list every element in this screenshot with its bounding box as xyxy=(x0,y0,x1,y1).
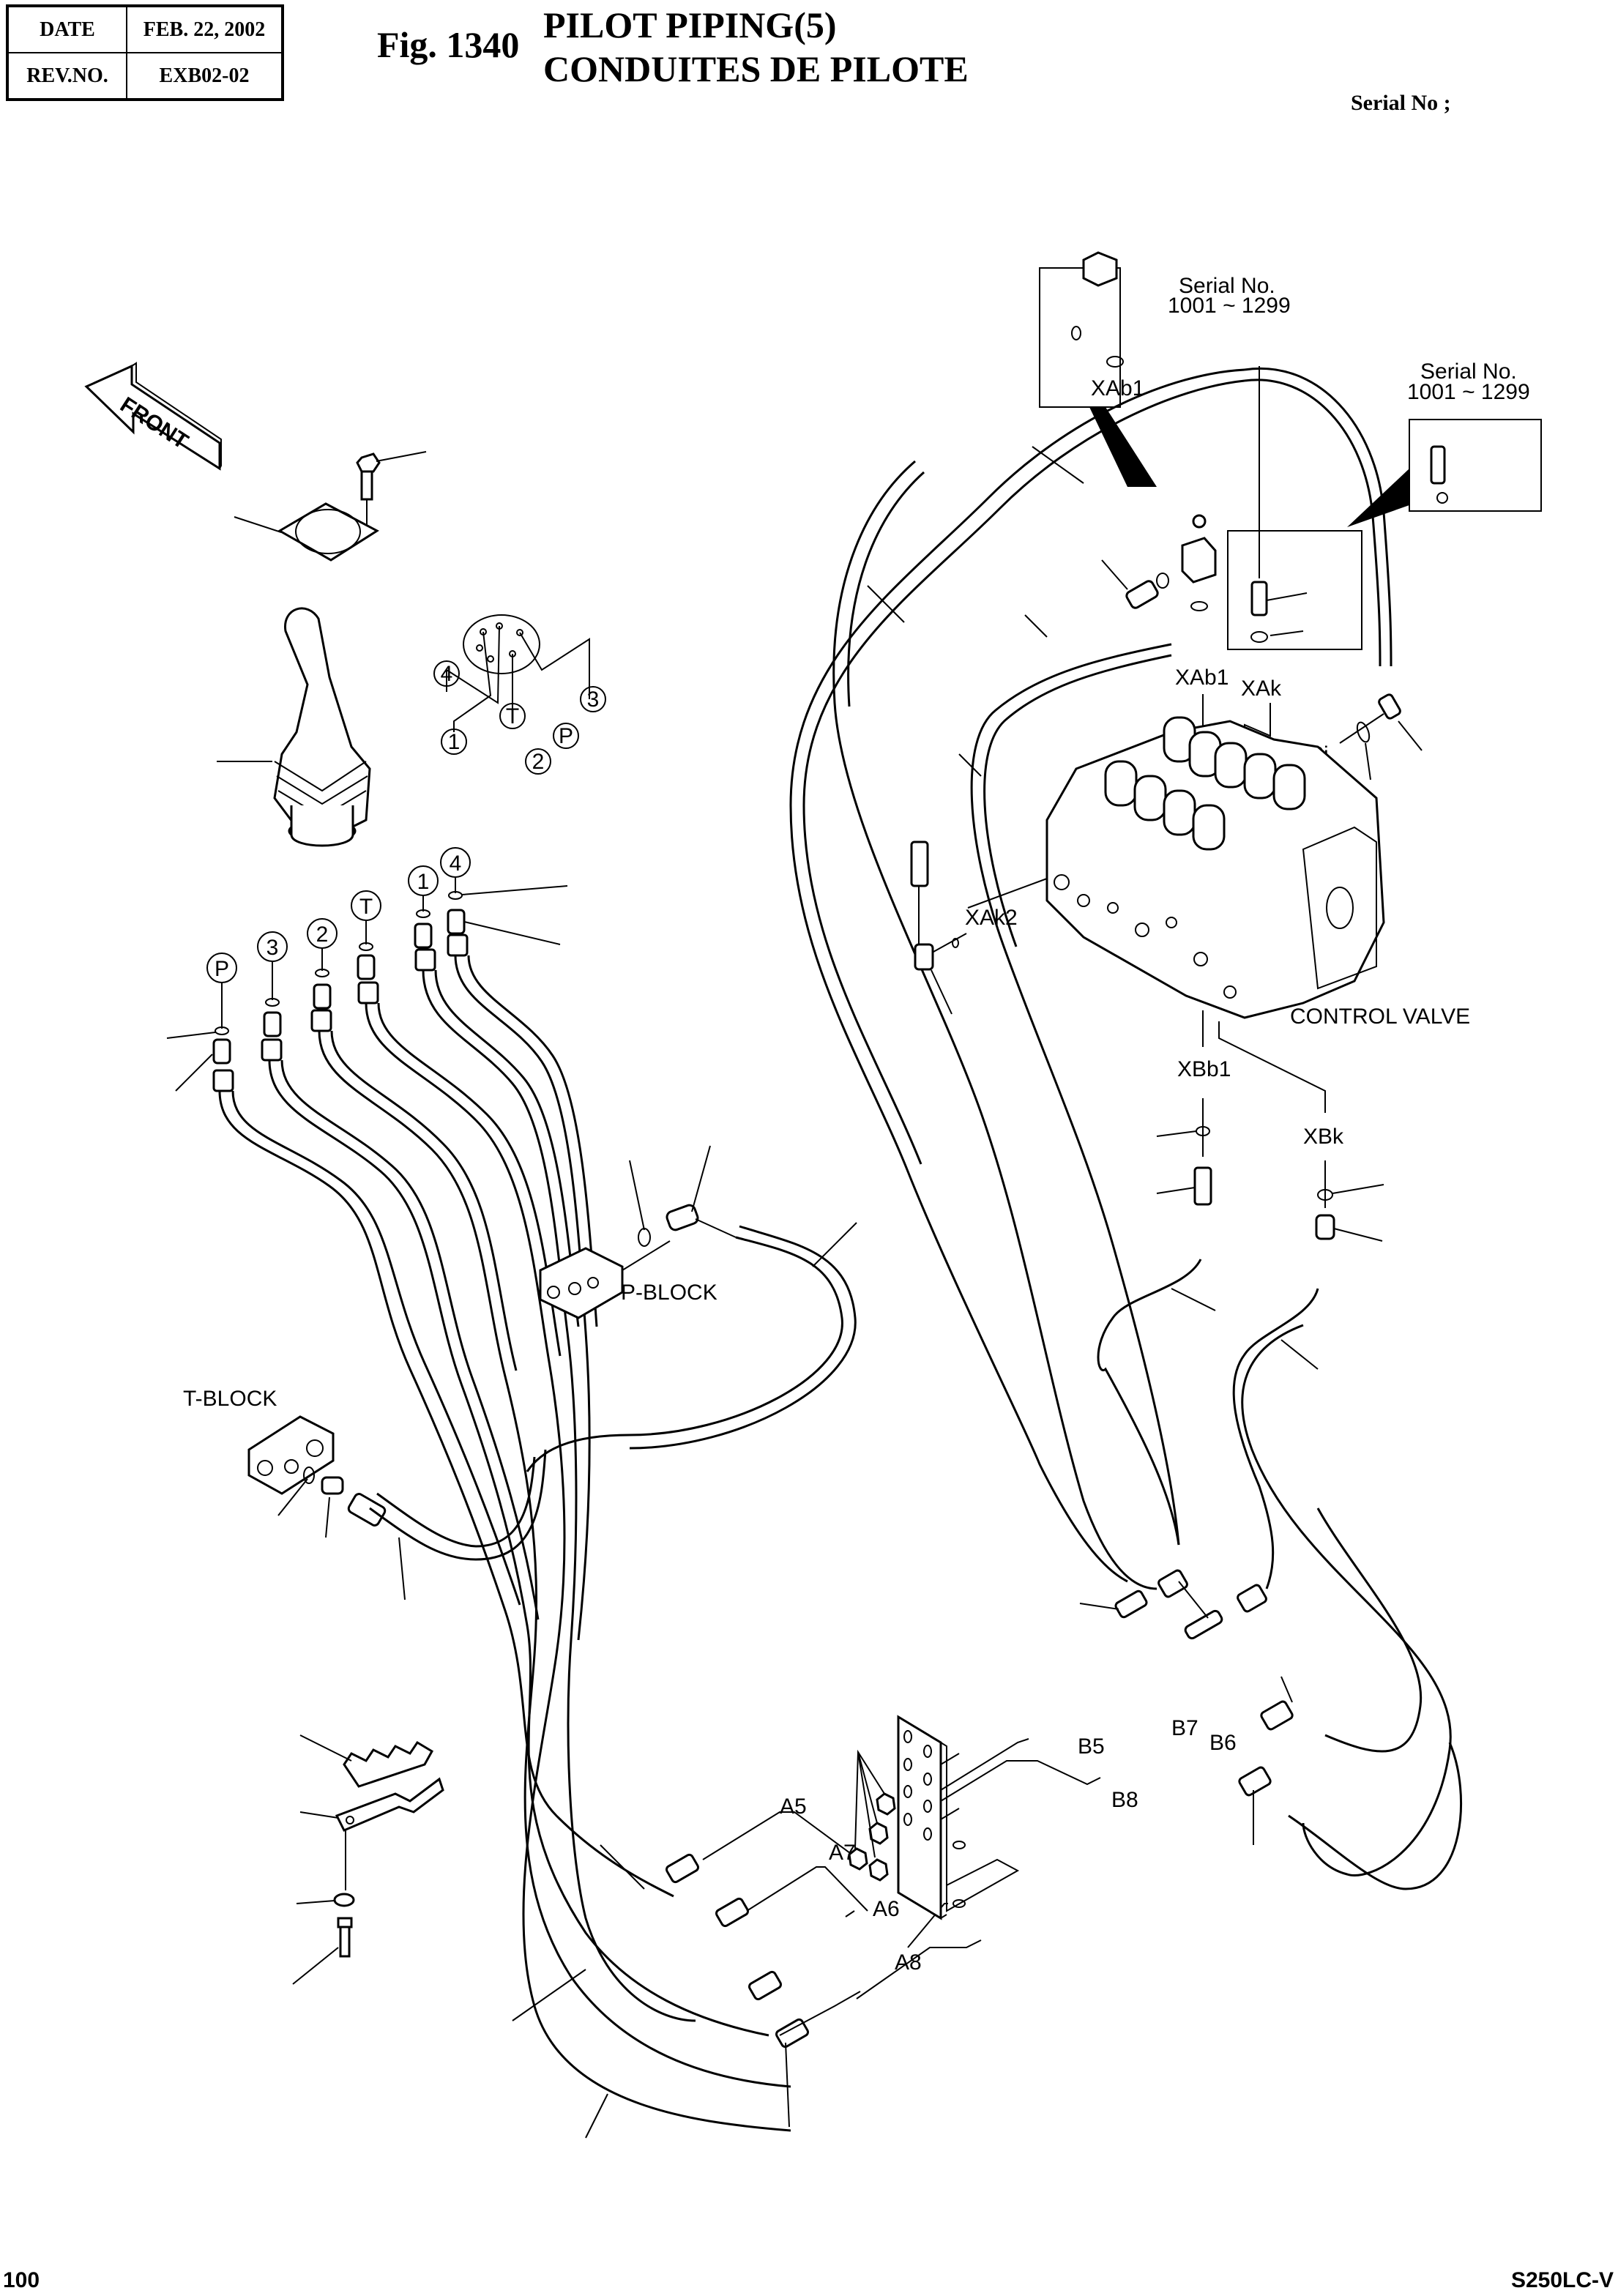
control-valve-label: CONTROL VALVE xyxy=(1290,1004,1470,1029)
page-number: 100 xyxy=(3,2268,40,2292)
inset-serial-box-2 xyxy=(1347,419,1542,527)
port-label-2-top: 2 xyxy=(525,748,551,775)
label-b8: B8 xyxy=(1111,1788,1138,1812)
figure-number: Fig. 1340 xyxy=(377,24,520,65)
mounting-plate-icon xyxy=(234,502,379,562)
b-leader-lines xyxy=(940,1738,1101,1820)
clamp-bracket-icon xyxy=(299,1777,444,1890)
port-label-4-top: 4 xyxy=(433,660,460,687)
mounting-bracket-icon xyxy=(897,1715,1020,1920)
svg-text:4: 4 xyxy=(450,851,462,876)
revision-block: DATE FEB. 22, 2002 REV.NO. EXB02-02 xyxy=(6,4,284,101)
label-b7: B7 xyxy=(1171,1716,1198,1740)
model-number: S250LC-V xyxy=(1510,2268,1614,2292)
label-b6: B6 xyxy=(1209,1731,1237,1755)
solenoid-block-icon xyxy=(1125,514,1217,611)
svg-text:2: 2 xyxy=(532,750,545,774)
svg-text:P: P xyxy=(559,724,573,748)
elbow-fitting-b8-icon xyxy=(1238,1766,1272,1845)
front-arrow-icon: FRONT xyxy=(84,362,222,471)
title-french: CONDUITES DE PILOTE xyxy=(543,48,969,89)
port-label-3-top: 3 xyxy=(580,686,606,712)
port-label-t-top: T xyxy=(499,703,526,729)
inset-serial-box-1 xyxy=(1039,251,1157,487)
svg-text:2: 2 xyxy=(316,922,329,947)
bolt-icon xyxy=(356,451,427,531)
hose-end-fittings xyxy=(212,933,469,1092)
t-block-label: T-BLOCK xyxy=(183,1387,277,1411)
port-label-xab1: XAb1 xyxy=(1175,666,1229,690)
fittings-group xyxy=(212,909,466,1065)
svg-text:1: 1 xyxy=(417,870,430,894)
date-label: DATE xyxy=(7,5,127,53)
fitting-label-t: T xyxy=(351,890,381,951)
a-leader-lines xyxy=(702,1811,982,2036)
fitting-label-1: 1 xyxy=(408,865,439,918)
port-label-1-top: 1 xyxy=(441,728,467,755)
label-a6: A6 xyxy=(873,1897,900,1921)
date-value: FEB. 22, 2002 xyxy=(126,5,283,53)
port-label-xbb1: XBb1 xyxy=(1177,1057,1231,1081)
joystick-hose-bundle xyxy=(218,955,791,2132)
title-english: PILOT PIPING(5) xyxy=(543,4,837,45)
serial-number-header: Serial No ; xyxy=(1351,91,1451,115)
inset-1-serial-label: Serial No. xyxy=(1179,274,1275,298)
fitting-label-4: 4 xyxy=(440,847,568,900)
a-hose-ends xyxy=(512,1844,809,2139)
fitting-label-p: P xyxy=(206,953,237,1035)
pi-elbow-icon xyxy=(1339,693,1423,780)
xbb1-fitting-icon xyxy=(1156,1098,1212,1206)
control-valve-icon xyxy=(1045,716,1385,1019)
port-label-xak2: XAk2 xyxy=(965,906,1018,930)
p-block-icon xyxy=(539,1145,737,1319)
xbk-fitting-icon xyxy=(1315,1160,1384,1242)
port-label-p-top: P xyxy=(553,723,579,749)
inset-1-serial-range: 1001 ~ 1299 xyxy=(1168,294,1291,318)
inset-2-serial-range: 1001 ~ 1299 xyxy=(1407,380,1530,404)
port-label-xak: XAk xyxy=(1241,676,1282,701)
figure-title: PILOT PIPING(5) CONDUITES DE PILOTE xyxy=(543,3,969,91)
svg-text:T: T xyxy=(506,704,519,728)
svg-text:4: 4 xyxy=(441,662,453,686)
inset-1-port-label: XAb1 xyxy=(1091,376,1144,400)
nuts-group-icon xyxy=(848,1749,896,1882)
label-a8: A8 xyxy=(895,1950,922,1975)
xak-detail-box xyxy=(1227,366,1362,650)
svg-text:3: 3 xyxy=(266,936,279,960)
svg-text:1: 1 xyxy=(448,730,461,754)
svg-text:3: 3 xyxy=(587,687,600,712)
inset-2-serial-label: Serial No. xyxy=(1420,359,1517,384)
fitting-label-3: 3 xyxy=(257,931,288,1007)
elbow-fitting-b6-icon xyxy=(1260,1676,1294,1731)
xak2-elbow-icon xyxy=(910,840,967,1015)
hose-clamp-icon xyxy=(299,1734,434,1788)
label-b5: B5 xyxy=(1078,1734,1105,1759)
rev-label: REV.NO. xyxy=(7,52,127,100)
svg-text:T: T xyxy=(359,895,373,919)
p-block-label: P-BLOCK xyxy=(621,1281,717,1305)
label-a5: A5 xyxy=(780,1794,807,1819)
bolt-lower-icon xyxy=(292,1917,353,1985)
t-block-icon xyxy=(247,1415,406,1600)
washer-icon xyxy=(296,1893,355,1907)
svg-text:P: P xyxy=(215,957,229,981)
fitting-label-2: 2 xyxy=(307,918,338,977)
rev-value: EXB02-02 xyxy=(126,52,283,100)
port-label-xbk: XBk xyxy=(1303,1125,1344,1149)
joystick-lever-icon xyxy=(217,607,371,847)
port-plan-diagram xyxy=(446,614,590,732)
adapter-fittings-icon xyxy=(1079,1569,1267,1640)
